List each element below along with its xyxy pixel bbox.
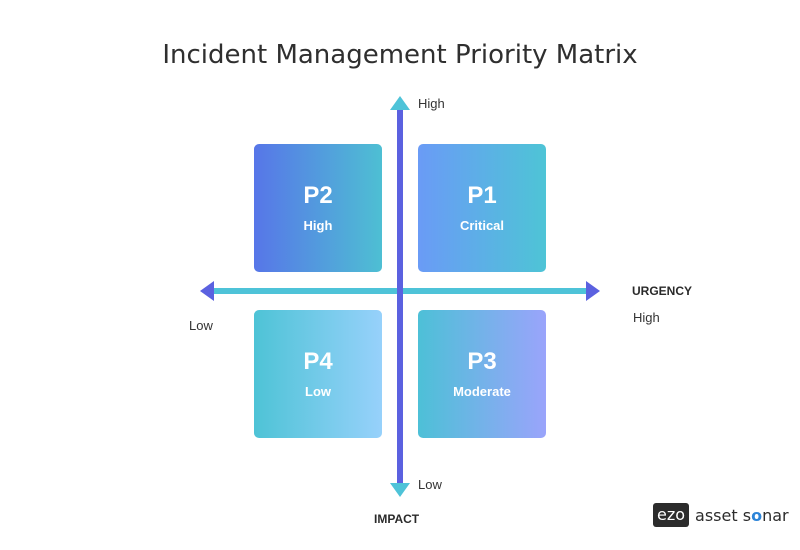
quadrant-code: P2: [303, 181, 333, 209]
impact-axis-title: IMPACT: [374, 512, 420, 526]
quadrant-code: P1: [467, 181, 497, 209]
assetsonar-logo: ezo asset sonar: [653, 503, 789, 527]
logo-wifi-o-icon: o: [751, 505, 763, 525]
impact-low-label: Low: [418, 477, 442, 492]
impact-high-label: High: [418, 96, 445, 111]
quadrant-code: P3: [467, 347, 497, 375]
quadrant-level: Critical: [459, 217, 505, 233]
logo-word-asset: asset: [695, 505, 738, 525]
urgency-right-arrowhead: [586, 281, 600, 301]
impact-top-arrowhead: [390, 96, 410, 110]
quadrant-p2: P2 High: [254, 144, 382, 272]
logo-letters-nar: nar: [762, 505, 789, 525]
urgency-low-label: Low: [189, 318, 213, 333]
quadrant-p4: P4 Low: [254, 310, 382, 438]
page-title: Incident Management Priority Matrix: [162, 40, 638, 70]
quadrant-code: P4: [303, 347, 333, 375]
quadrant-level: Moderate: [453, 383, 511, 399]
urgency-high-label: High: [633, 310, 660, 325]
quadrant-p1: P1 Critical: [418, 144, 546, 272]
urgency-axis-title: URGENCY: [632, 284, 693, 298]
quadrant-level: High: [303, 217, 333, 233]
logo-wordmark: asset sonar: [695, 506, 789, 525]
quadrant-p3: P3 Moderate: [418, 310, 546, 438]
urgency-left-arrowhead: [200, 281, 214, 301]
quadrant-level: Low: [305, 383, 331, 399]
logo-letter-s: s: [742, 505, 752, 525]
ezo-logo-mark: ezo: [653, 503, 690, 527]
impact-bottom-arrowhead: [390, 483, 410, 497]
